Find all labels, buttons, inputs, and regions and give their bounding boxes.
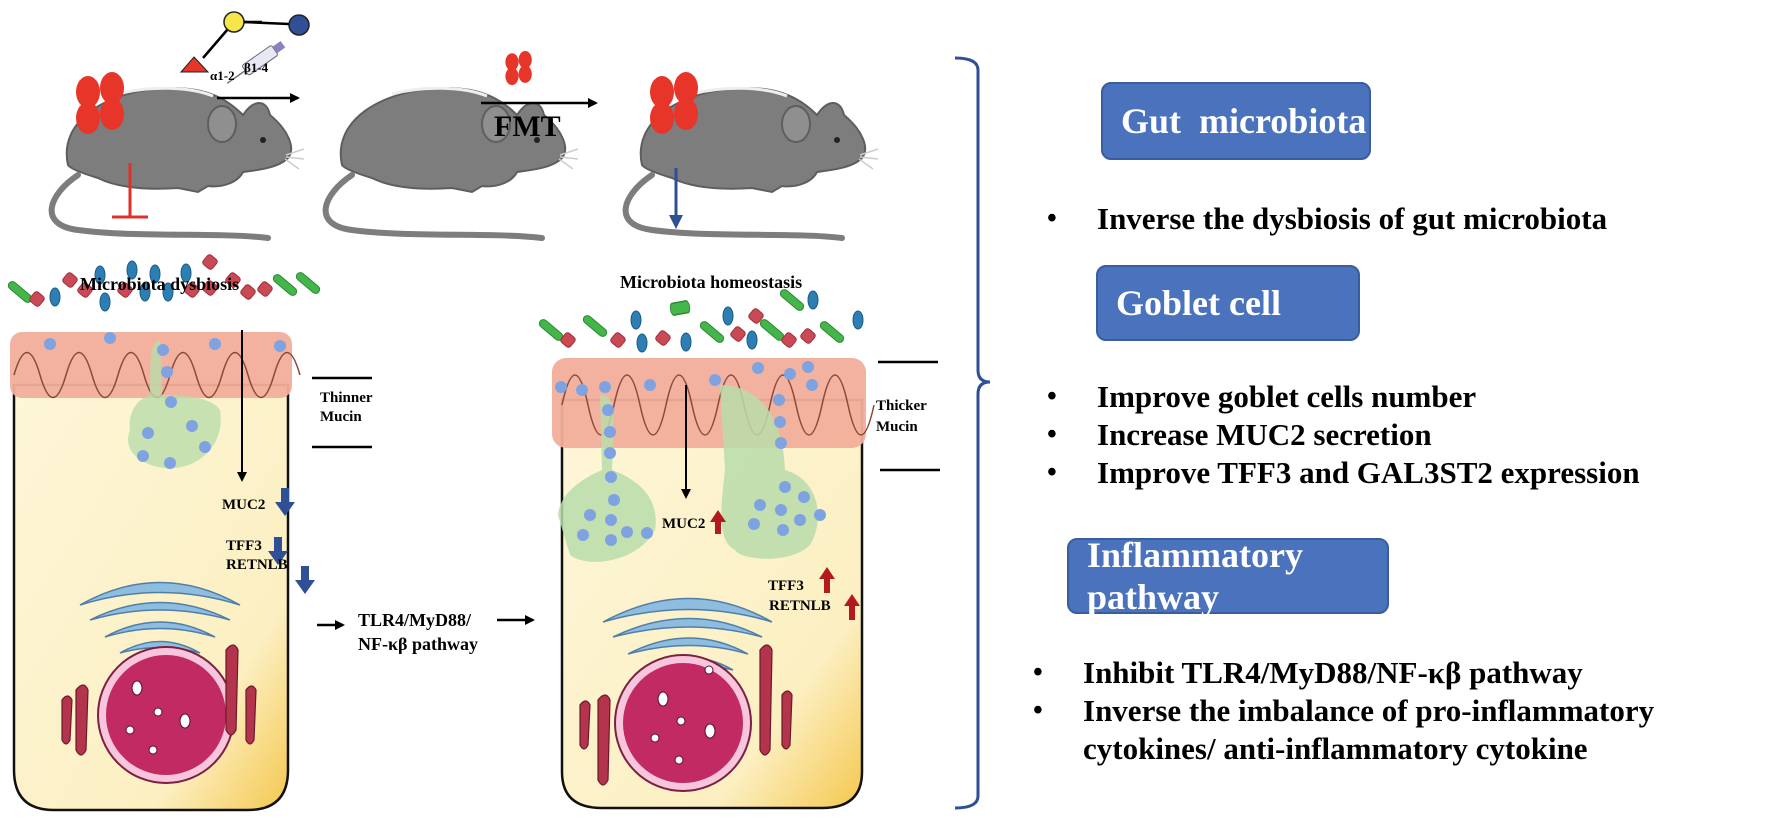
bullet-item: Inhibit TLR4/MyD88/NF-κβ pathway bbox=[1033, 654, 1772, 692]
goblet-granule-2 bbox=[720, 385, 818, 559]
bullet-item: Improve goblet cells number bbox=[1047, 378, 1640, 416]
pathway-label: TLR4/MyD88/ NF-κβ pathway bbox=[358, 610, 478, 654]
retnlb-down-arrow bbox=[295, 566, 315, 594]
tff3-down-arrow bbox=[268, 537, 288, 565]
golgi-icon bbox=[79, 581, 241, 654]
header-goblet-cell: Goblet cell bbox=[1096, 265, 1360, 341]
muc2-down-arrow bbox=[275, 488, 295, 516]
mouse-fmt-recipient bbox=[626, 72, 878, 238]
left-muc2-label: MUC2 bbox=[222, 497, 266, 513]
glycan-bond-beta: β1-4 bbox=[244, 60, 269, 75]
fmt-bacteria-icon bbox=[505, 51, 532, 86]
gut-microbiota-bullets: Inverse the dysbiosis of gut microbiota bbox=[1047, 200, 1607, 238]
right-tff3-label: TFF3 bbox=[768, 578, 804, 594]
fmt-label: FMT bbox=[494, 110, 561, 143]
left-cell-title: Microbiota dysbiosis bbox=[80, 274, 240, 294]
right-cell-title: Microbiota homeostasis bbox=[620, 272, 803, 292]
header-gut-microbiota: Gut microbiota bbox=[1101, 82, 1371, 160]
er-icon bbox=[579, 644, 793, 786]
goblet-cell-bullets: Improve goblet cells number Increase MUC… bbox=[1047, 378, 1640, 492]
inflammatory-bullets: Inhibit TLR4/MyD88/NF-κβ pathway Inverse… bbox=[1033, 654, 1772, 768]
glcnac-icon bbox=[288, 14, 310, 36]
thicker-mucin-label: Thicker Mucin bbox=[876, 398, 927, 435]
glycan-bond-alpha: α1-2 bbox=[210, 68, 235, 83]
thick-mucin-layer bbox=[552, 358, 866, 448]
syringe-icon bbox=[226, 40, 286, 84]
left-tff3-label: TFF3 bbox=[226, 538, 262, 554]
bullet-item: Increase MUC2 secretion bbox=[1047, 416, 1640, 454]
left-goblet-cell bbox=[10, 330, 372, 812]
fucose-icon bbox=[179, 56, 210, 73]
summary-brace bbox=[954, 56, 991, 810]
glycan-structure bbox=[179, 11, 310, 73]
thinner-mucin-label: Thinner Mucin bbox=[320, 390, 373, 425]
right-retnlb-label: RETNLB bbox=[769, 598, 831, 614]
galactose-icon bbox=[223, 11, 245, 33]
up-arrows bbox=[710, 510, 860, 620]
down-arrows bbox=[268, 488, 315, 594]
left-retnlb-label: RETNLB bbox=[226, 557, 288, 573]
tff3-up-arrow bbox=[819, 567, 835, 593]
header-inflammatory-pathway: Inflammatory pathway bbox=[1067, 535, 1389, 617]
bullet-item: Improve TFF3 and GAL3ST2 expression bbox=[1047, 454, 1640, 492]
bacteria-homeostasis bbox=[537, 287, 864, 353]
er-icon bbox=[61, 644, 257, 756]
retnlb-up-arrow bbox=[844, 594, 860, 620]
right-goblet-cell bbox=[552, 358, 940, 810]
right-muc2-label: MUC2 bbox=[662, 516, 706, 532]
muc2-up-arrow bbox=[710, 510, 726, 534]
bullet-item: Inverse the dysbiosis of gut microbiota bbox=[1047, 200, 1607, 238]
bullet-item: Inverse the imbalance of pro-inflammator… bbox=[1033, 692, 1772, 768]
